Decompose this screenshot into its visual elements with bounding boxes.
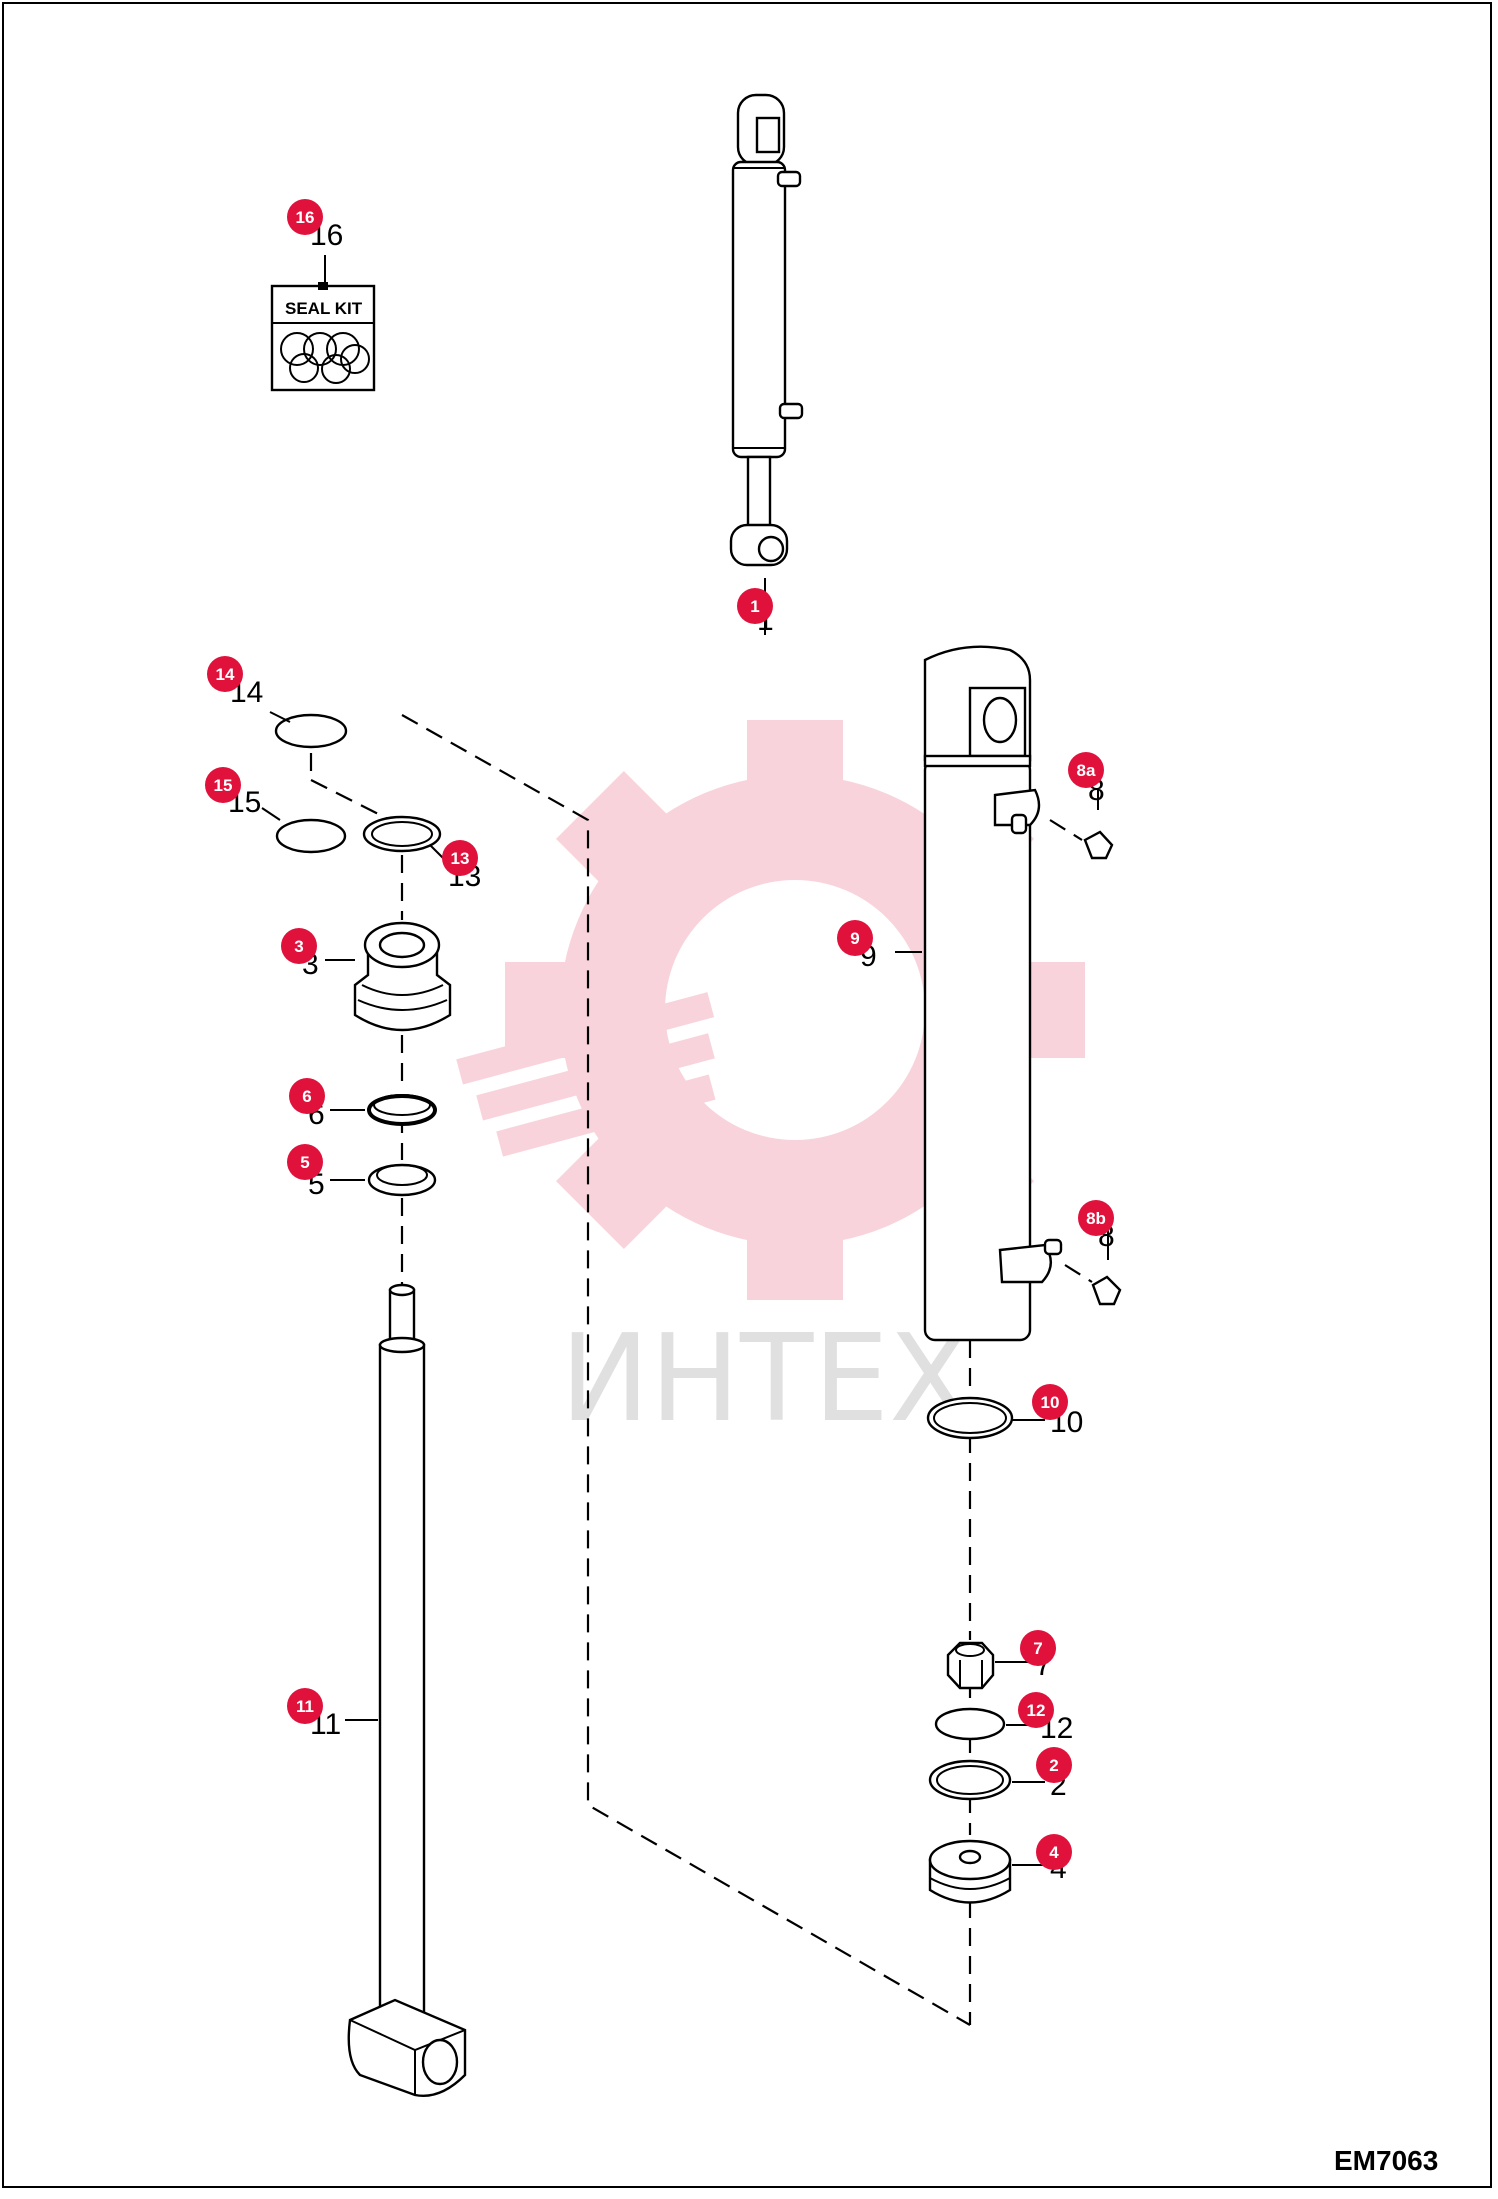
badge-13[interactable]: 13: [442, 840, 478, 876]
badge-4[interactable]: 4: [1036, 1834, 1072, 1870]
svg-text:13: 13: [451, 849, 470, 868]
svg-text:9: 9: [850, 929, 859, 948]
ring-2: [928, 1759, 1012, 1801]
svg-text:3: 3: [294, 937, 303, 956]
svg-text:16: 16: [296, 208, 315, 227]
svg-text:8b: 8b: [1086, 1209, 1106, 1228]
assembled-cylinder: [729, 93, 804, 635]
svg-text:1: 1: [750, 597, 759, 616]
svg-text:7: 7: [1033, 1639, 1042, 1658]
badge-6[interactable]: 6: [289, 1078, 325, 1114]
seal-kit-package: SEAL KIT: [270, 255, 376, 392]
plug-8-upper: [1049, 790, 1114, 860]
svg-text:11: 11: [296, 1697, 314, 1716]
piston-4: [928, 1839, 1012, 1904]
badge-1[interactable]: 1: [737, 588, 773, 624]
svg-text:6: 6: [302, 1087, 311, 1106]
svg-text:5: 5: [300, 1153, 309, 1172]
badge-11[interactable]: 11: [287, 1688, 323, 1724]
badge-10[interactable]: 10: [1032, 1384, 1068, 1420]
svg-text:2: 2: [1049, 1756, 1058, 1775]
svg-text:8a: 8a: [1077, 761, 1096, 780]
badge-2[interactable]: 2: [1036, 1747, 1072, 1783]
seal-kit-label: SEAL KIT: [285, 299, 363, 318]
badge-15[interactable]: 15: [205, 767, 241, 803]
svg-text:15: 15: [214, 776, 233, 795]
gland-3: [353, 921, 452, 1032]
badge-9[interactable]: 9: [837, 920, 873, 956]
assembly-guide-line: [401, 714, 971, 2026]
svg-text:12: 12: [1027, 1701, 1046, 1720]
badge-14[interactable]: 14: [207, 656, 243, 692]
badge-5[interactable]: 5: [287, 1144, 323, 1180]
drawing-code: EM7063: [1334, 2145, 1438, 2176]
svg-text:4: 4: [1049, 1843, 1059, 1862]
badge-8-lower[interactable]: 8b: [1078, 1200, 1114, 1236]
rod-11: [347, 1283, 467, 2097]
o-ring-15: [275, 818, 347, 854]
centerline-15-13: [310, 779, 401, 826]
barrel-9: [923, 645, 1063, 1342]
o-ring-10: [926, 1396, 1014, 1440]
ring-12: [934, 1707, 1006, 1741]
nut-7: [946, 1641, 995, 1690]
badge-12[interactable]: 12: [1018, 1692, 1054, 1728]
badge-16[interactable]: 16: [287, 199, 323, 235]
svg-text:14: 14: [216, 665, 235, 684]
badge-7[interactable]: 7: [1020, 1630, 1056, 1666]
svg-text:10: 10: [1041, 1393, 1060, 1412]
o-ring-14: [274, 713, 348, 749]
badge-3[interactable]: 3: [281, 928, 317, 964]
watermark-text: ИНТЕХ: [560, 1310, 971, 1449]
badge-8-upper[interactable]: 8a: [1068, 752, 1104, 788]
